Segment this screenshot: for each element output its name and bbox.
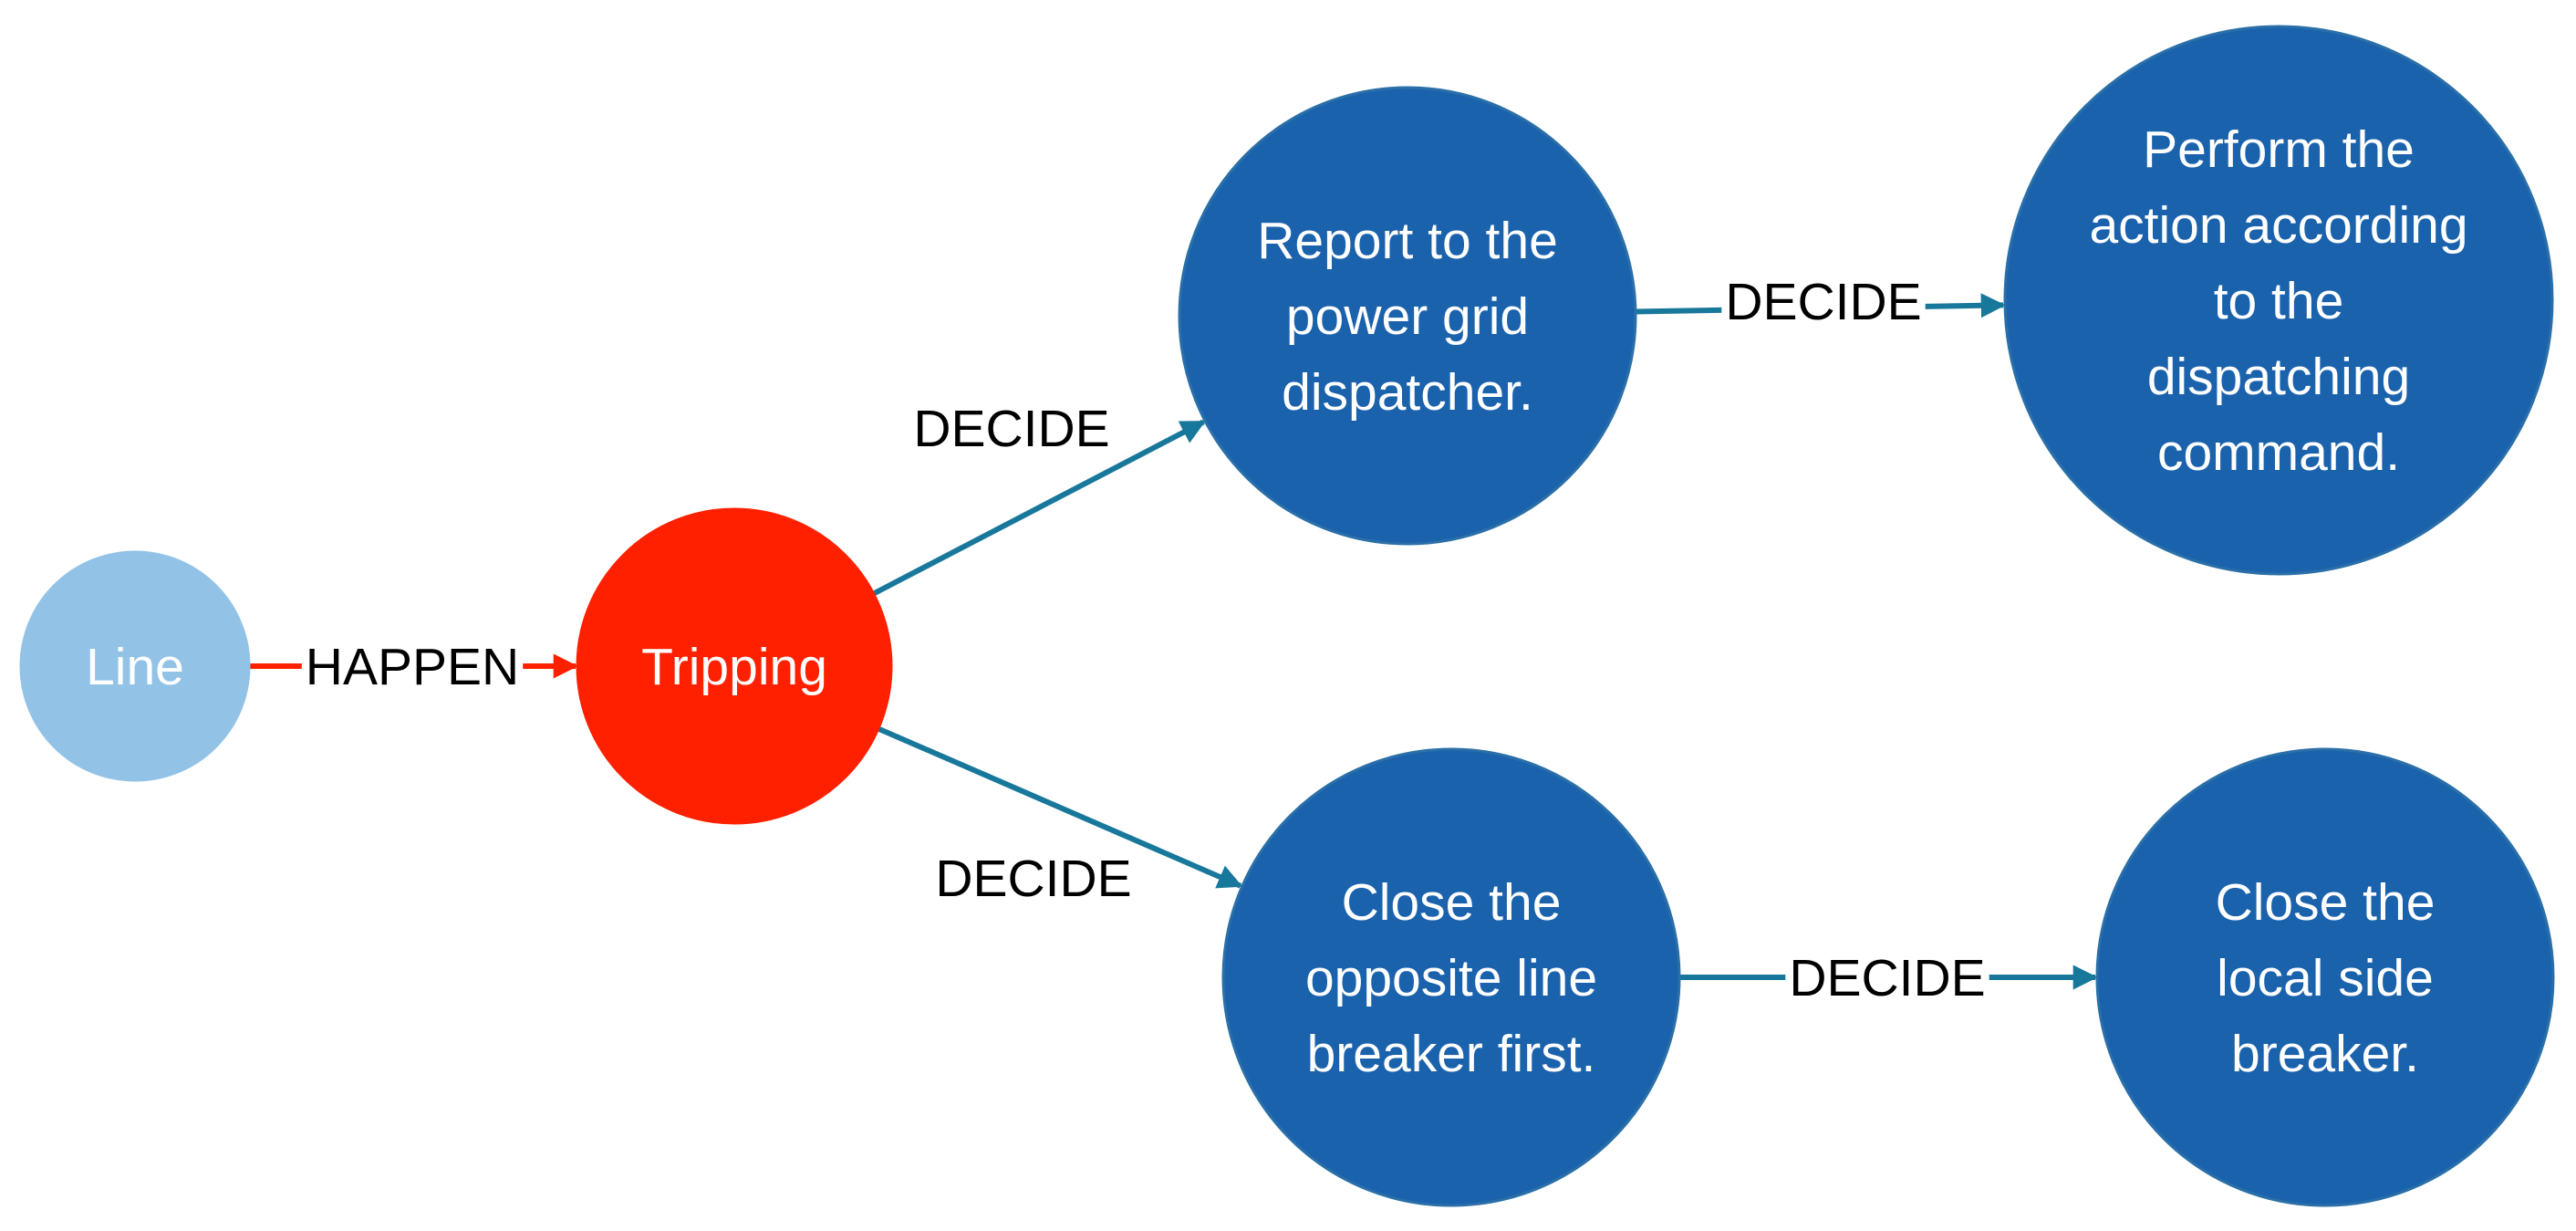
node-label-line: dispatcher. (1282, 363, 1533, 422)
edge-label: DECIDE (1725, 273, 1921, 331)
node-close-local: Close the local side breaker. (2095, 747, 2555, 1207)
edge-label-background (1721, 273, 1926, 331)
node-tripping: Tripping (576, 507, 893, 825)
edge-close-opposite-to-close-local: DECIDE (1679, 949, 2098, 1007)
edge-tripping-to-report: DECIDE (872, 400, 1206, 597)
edge-label-background (931, 850, 1136, 908)
edge-label: HAPPEN (306, 638, 519, 696)
node-close-opposite: Close the opposite line breaker first. (1221, 747, 1681, 1207)
edge-report-to-perform: DECIDE (1635, 273, 2006, 331)
node-label-line: Close the (2216, 873, 2436, 932)
edge-arrow (877, 725, 1243, 889)
node-circle (2095, 747, 2555, 1207)
node-circle (576, 507, 893, 825)
edge-label: DECIDE (1789, 949, 1985, 1007)
node-label-line: command. (2157, 423, 2400, 482)
edge-label-background (301, 638, 524, 696)
node-report: Report to the power grid dispatcher. (1178, 86, 1637, 546)
edge-tripping-to-close-opposite: DECIDE (877, 725, 1243, 908)
node-label-line: Line (86, 638, 184, 696)
node-circle (1178, 86, 1637, 546)
edge-line-to-tripping: HAPPEN (249, 638, 578, 696)
edge-label-background (909, 400, 1114, 458)
node-label-line: power grid (1286, 287, 1529, 346)
node-label-line: breaker. (2231, 1025, 2419, 1083)
edge-label: DECIDE (913, 400, 1109, 458)
node-line: Line (19, 550, 251, 782)
edges-layer: HAPPEN DECIDE DECIDE DECIDE DECIDE (249, 273, 2098, 1007)
node-label-line: Close the (1342, 873, 1562, 932)
node-label-line: Report to the (1257, 212, 1558, 270)
node-perform: Perform the action according to the dispatc… (2003, 25, 2554, 576)
node-circle (19, 550, 251, 782)
edge-label-background (1785, 949, 1989, 1007)
node-circle (2003, 25, 2554, 576)
node-label-line: action according (2089, 196, 2467, 255)
edge-arrow (872, 419, 1206, 597)
node-label-line: local side (2217, 949, 2434, 1007)
node-label-line: opposite line (1305, 949, 1597, 1007)
node-circle (1221, 747, 1681, 1207)
node-label-line: to the (2214, 272, 2344, 330)
node-label-line: Perform the (2143, 120, 2415, 179)
nodes-layer: Line Tripping Report to the power grid dispa… (19, 25, 2555, 1207)
node-label-line: breaker first. (1307, 1025, 1596, 1083)
node-label-line: dispatching (2147, 348, 2410, 406)
node-label-line: Tripping (641, 638, 827, 696)
edge-label: DECIDE (935, 850, 1131, 908)
